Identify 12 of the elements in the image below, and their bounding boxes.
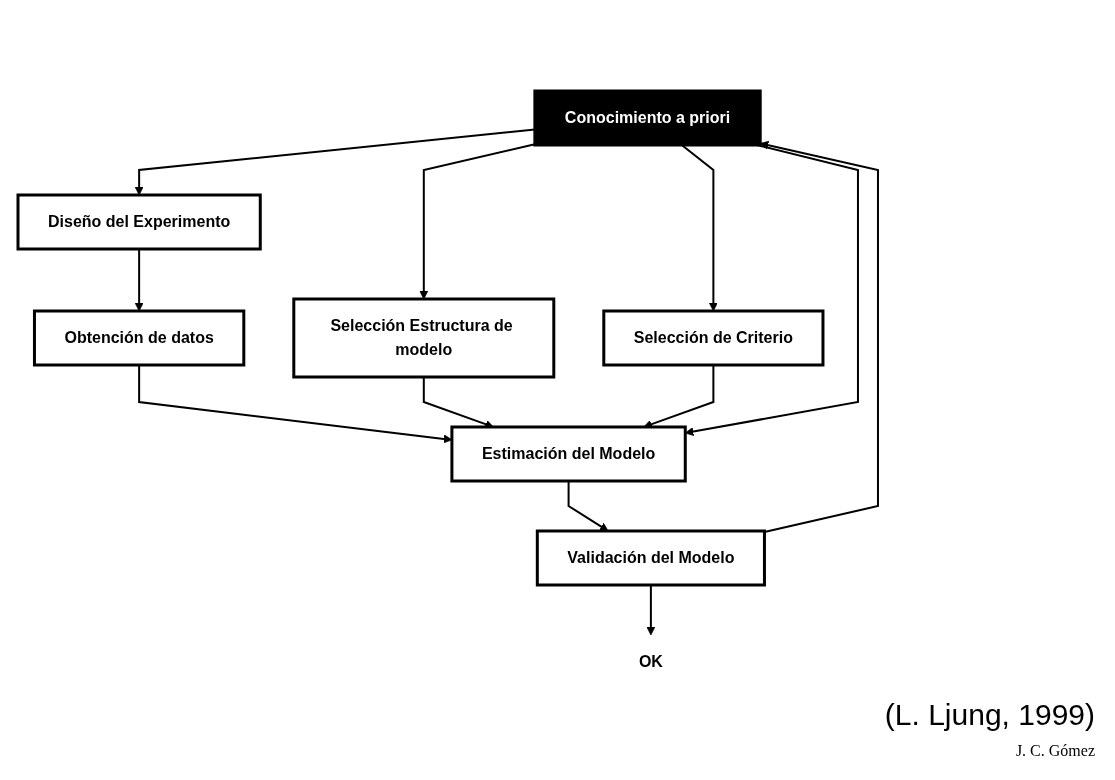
node-box: Selección de Criterio	[602, 309, 825, 367]
arrow	[419, 143, 536, 300]
arrow	[759, 140, 879, 533]
author-text: J. C. Gómez	[1014, 742, 1095, 760]
node-box: Estimación del Modelo	[450, 425, 687, 483]
node-box: Obtención de datos	[32, 309, 246, 367]
citation-text: (L. Ljung, 1999)	[884, 698, 1095, 732]
node-box: Validación del Modelo	[535, 529, 766, 587]
node-box: Selección Estructura de modelo	[292, 297, 556, 379]
node-text: OK	[638, 653, 663, 670]
node-box: Diseño del Experimento	[16, 193, 262, 251]
node-box: Conocimiento a priori	[533, 89, 762, 147]
